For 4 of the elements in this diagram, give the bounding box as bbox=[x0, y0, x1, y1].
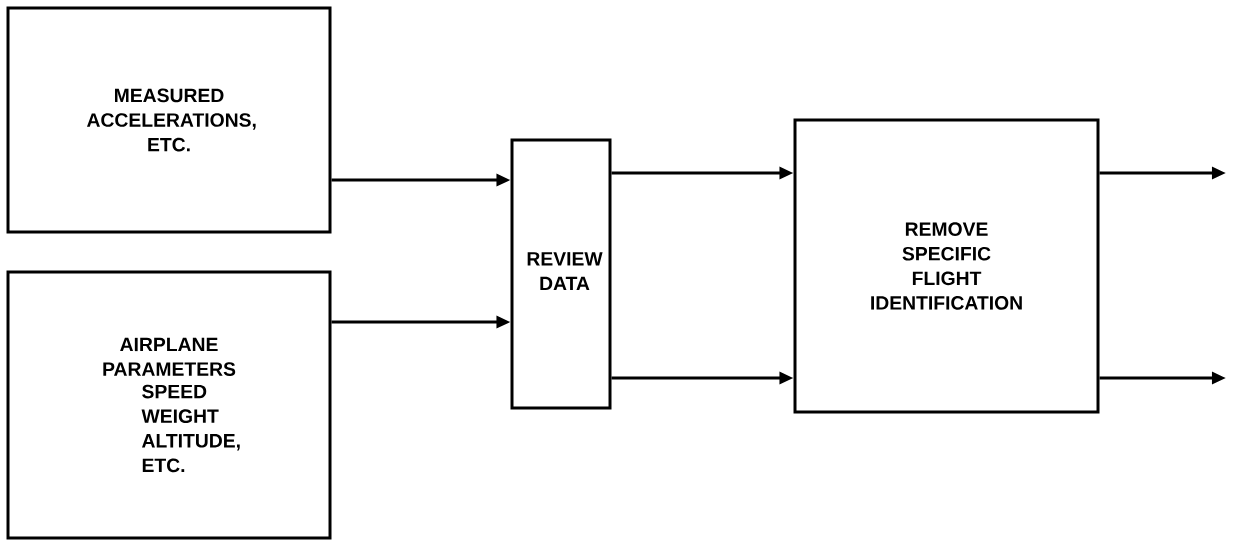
process-box: REVIEW DATA bbox=[510, 138, 612, 410]
process-box: REMOVE SPECIFIC FLIGHT IDENTIFICATION bbox=[793, 118, 1100, 414]
process-box: AIRPLANE PARAMETERS SPEED WEIGHT ALTITUDE, ETC. bbox=[6, 270, 332, 540]
process-box: MEASURED ACCELERATIONS, ETC. bbox=[6, 6, 332, 234]
